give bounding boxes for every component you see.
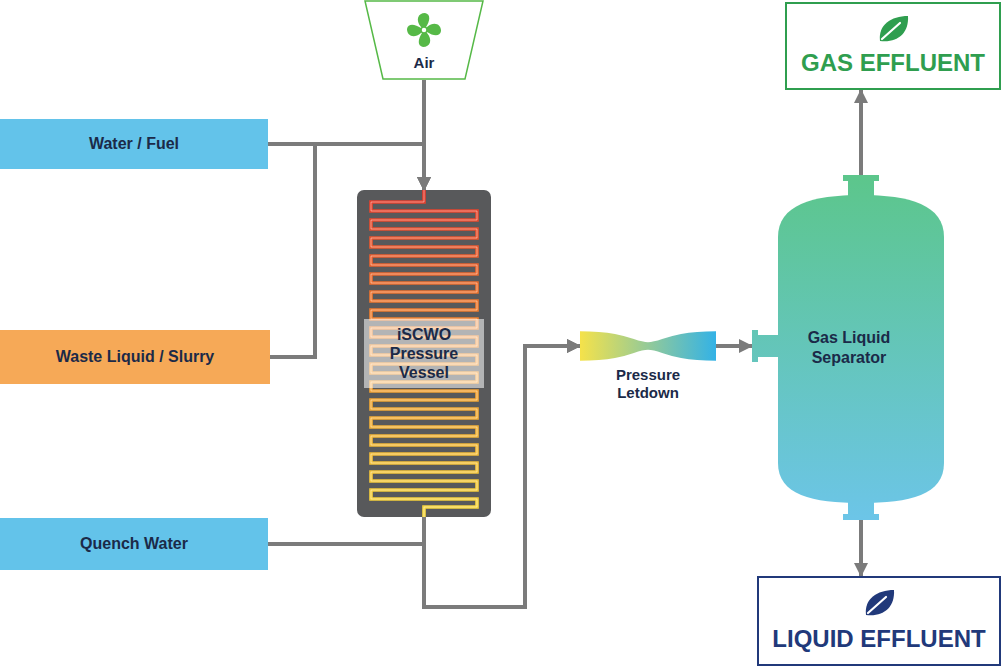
leaf-icon — [866, 590, 894, 615]
node-label: iSCWO Pressure Vessel — [364, 319, 484, 389]
gas-liquid-separator: Gas Liquid Separator — [752, 175, 946, 520]
effluent-box: GAS EFFLUENT — [785, 2, 1001, 90]
effluent-box-shape — [785, 2, 1001, 90]
effluent-box: LIQUID EFFLUENT — [757, 576, 1001, 666]
pressure-vessel: iSCWO Pressure Vessel — [357, 190, 491, 517]
waste-input-box: Waste Liquid / Slurry — [0, 330, 270, 384]
node-label: Waste Liquid / Slurry — [56, 347, 215, 366]
flow-arrow — [859, 90, 863, 175]
flow-arrow — [859, 520, 863, 576]
leaf-icon — [880, 16, 908, 41]
input-box: Quench Water — [0, 518, 268, 570]
node-label: GAS EFFLUENT — [801, 49, 985, 78]
node-label: Gas Liquid Separator — [797, 328, 901, 366]
air-blower: Air — [364, 0, 484, 80]
node-label: Pressure Letdown — [603, 366, 693, 402]
effluent-box-shape — [757, 576, 1001, 666]
gas-liquid-separator-shape — [752, 175, 946, 520]
node-label: Air — [414, 54, 435, 72]
node-label: Water / Fuel — [89, 134, 179, 153]
flow-arrow — [268, 144, 424, 190]
input-box: Water / Fuel — [0, 119, 268, 169]
fan-icon — [407, 13, 441, 47]
node-label: LIQUID EFFLUENT — [772, 625, 985, 654]
flow-arrow — [716, 344, 752, 348]
pressure-letdown: Pressure Letdown — [580, 330, 716, 406]
node-label: Quench Water — [80, 534, 188, 553]
